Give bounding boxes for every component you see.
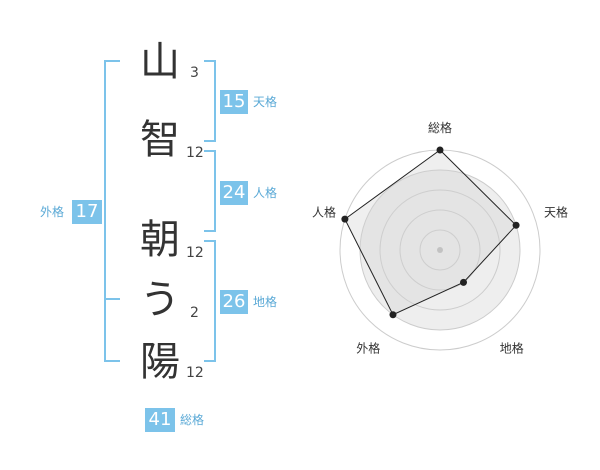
radar-point-1	[436, 146, 444, 154]
stroke-count-5: 12	[186, 365, 204, 381]
stroke-count-4: 2	[190, 305, 199, 321]
radar-ring-2	[399, 209, 481, 291]
name-char-5: 陽	[140, 339, 180, 385]
gaikaku-bracket	[104, 60, 120, 362]
radar-axis-label-4: 外格	[356, 341, 380, 356]
radar-point-4	[389, 311, 397, 319]
name-char-4: う	[140, 277, 180, 323]
gaikaku-label: 外格	[40, 205, 65, 219]
stroke-count-2: 12	[186, 145, 204, 161]
radar-ring-1	[419, 229, 461, 271]
name-char-1: 山	[140, 39, 180, 85]
radar-point-2	[512, 221, 520, 229]
tenkaku-value-badge: 15	[220, 90, 248, 114]
soukaku-value-badge: 41	[145, 408, 175, 432]
tenkaku-bracket	[204, 60, 216, 142]
chikaku-value-badge: 26	[220, 290, 248, 314]
jinkaku-label: 人格	[253, 186, 278, 200]
gaikaku-bracket-mid-tick	[104, 298, 120, 300]
stroke-count-1: 3	[190, 65, 199, 81]
chikaku-bracket	[204, 240, 216, 362]
radar-axis-label-5: 人格	[312, 204, 336, 219]
radar-point-5	[341, 215, 349, 223]
name-char-3: 朝	[140, 217, 180, 263]
jinkaku-bracket	[204, 150, 216, 232]
radar-axis-label-3: 地格	[500, 341, 524, 356]
soukaku-label: 総格	[180, 413, 205, 427]
radar-series-polygon	[344, 149, 517, 316]
gaikaku-value-badge: 17	[72, 200, 102, 224]
tenkaku-label: 天格	[253, 95, 278, 109]
radar-axis-label-2: 天格	[544, 204, 568, 219]
radar-axis-label-1: 総格	[428, 120, 452, 135]
jinkaku-value-badge: 24	[220, 181, 248, 205]
stroke-count-3: 12	[186, 245, 204, 261]
radar-ring-3	[379, 189, 501, 311]
chikaku-label: 地格	[253, 295, 278, 309]
radar-point-3	[460, 278, 468, 286]
name-char-2: 智	[140, 117, 180, 163]
radar-center-dot	[437, 247, 443, 253]
